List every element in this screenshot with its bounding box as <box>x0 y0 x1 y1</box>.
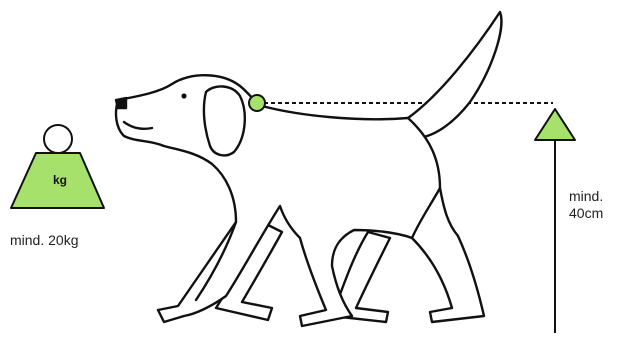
dog-ear <box>204 86 245 155</box>
weight-ring <box>44 125 72 153</box>
triangle-arrow-icon <box>535 109 575 140</box>
dog-outline-illustration <box>116 12 501 326</box>
weight-caption: mind. 20kg <box>10 232 78 249</box>
height-caption: mind. 40cm <box>569 188 617 222</box>
weight-icon <box>11 125 104 208</box>
dog-eye <box>181 93 186 98</box>
withers-marker <box>249 95 265 111</box>
dog-tail <box>408 12 501 138</box>
dog-nose <box>116 98 126 108</box>
weight-unit-label: kg <box>46 173 74 187</box>
